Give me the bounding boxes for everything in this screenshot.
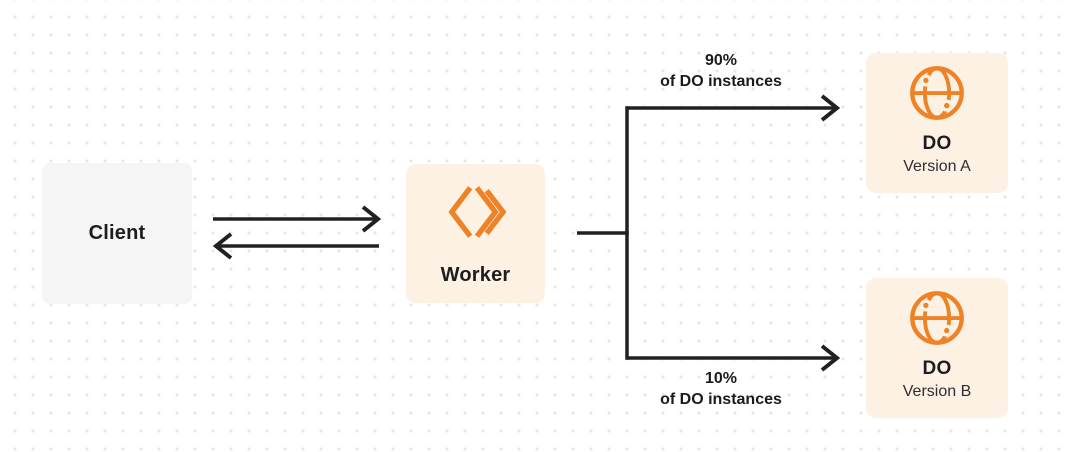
- do-a-title: DO: [922, 133, 952, 154]
- do-version-a-node: DO Version A: [866, 53, 1008, 193]
- client-label: Client: [88, 222, 146, 244]
- worker-label: Worker: [440, 264, 511, 286]
- client-node: Client: [42, 163, 192, 304]
- top-branch-percent: 90%: [704, 52, 738, 69]
- workers-chevron-icon: [441, 181, 511, 243]
- arrow-to-do-version-a: [627, 94, 841, 122]
- top-branch-caption: of DO instances: [660, 73, 782, 90]
- do-b-subtitle: Version B: [902, 383, 972, 400]
- globe-icon: [906, 62, 968, 124]
- arrow-client-to-worker: [213, 205, 382, 233]
- arrow-worker-to-client: [212, 232, 379, 260]
- globe-icon: [906, 287, 968, 349]
- arrow-to-do-version-b: [627, 344, 841, 372]
- bottom-branch-percent: 10%: [704, 370, 738, 387]
- top-branch-label: 90% of DO instances: [611, 50, 831, 92]
- do-b-title: DO: [922, 358, 952, 379]
- worker-node: Worker: [406, 164, 545, 303]
- bottom-branch-label: 10% of DO instances: [611, 368, 831, 410]
- branch-trunk: [577, 106, 629, 360]
- do-a-subtitle: Version A: [903, 158, 971, 175]
- do-version-b-node: DO Version B: [866, 278, 1008, 418]
- bottom-branch-caption: of DO instances: [660, 391, 782, 408]
